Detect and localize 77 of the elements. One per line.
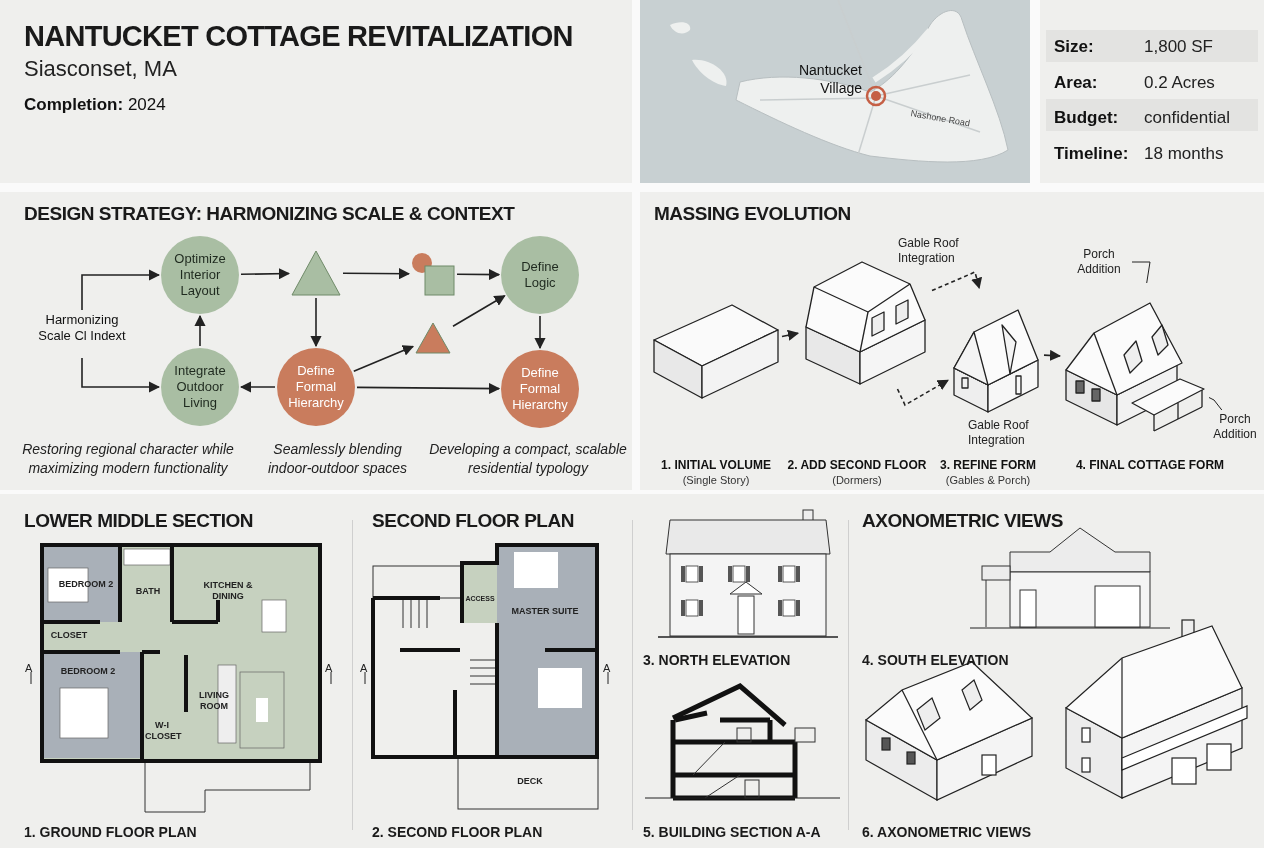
stat-label: Budget: (1054, 107, 1120, 129)
square-circle-shape (411, 252, 455, 296)
circle-label: Define Logic (520, 258, 560, 292)
step-caption: 1. INITIAL VOLUME (661, 457, 771, 474)
arrow (310, 297, 322, 348)
step-subcaption: (Dormers) (832, 474, 882, 488)
room-label: LIVING ROOM (198, 690, 230, 713)
arrow (534, 315, 546, 350)
annotation-text: Gable Roof Integration (968, 418, 1030, 448)
leader-line (1208, 397, 1223, 411)
section-mark: A (603, 661, 612, 676)
section-mark: A (325, 661, 334, 676)
stat-value: 18 months (1144, 143, 1225, 165)
arrow (781, 329, 800, 341)
room-label: DECK (516, 776, 544, 788)
section-heading: MASSING EVOLUTION (654, 202, 852, 226)
strategy-label: Harmonizing Scale Cl Indext (30, 312, 134, 356)
arrow (342, 268, 411, 280)
stat-label: Size: (1054, 36, 1095, 58)
title: NANTUCKET COTTAGE REVITALIZATION (24, 22, 573, 51)
section-heading: AXONOMETRIC VIEWS (862, 509, 1064, 533)
drawing-title: 1. GROUND FLOOR PLAN (24, 823, 198, 842)
room-label: MASTER SUITE (510, 606, 580, 618)
callout-label: Porch Addition (1210, 412, 1260, 442)
arrow (1043, 349, 1062, 362)
drawing-title: 3. NORTH ELEVATION (643, 651, 792, 670)
completion-text: Completion: 2024 (24, 94, 167, 116)
arrow (194, 314, 206, 347)
triangle-shape (291, 250, 341, 296)
step-subcaption: (Gables & Porch) (945, 474, 1031, 488)
circle-label: Integrate Outdoor Living (173, 362, 227, 412)
step-caption: 2. ADD SECOND FLOOR (787, 457, 927, 474)
triangle-shape (415, 322, 451, 354)
stat-label: Timeline: (1054, 143, 1130, 165)
arrow (239, 381, 276, 393)
drawing-title: 2. SECOND FLOOR PLAN (372, 823, 544, 842)
step-subcaption: (Single Story) (682, 474, 750, 488)
stat-value: 0.2 Acres (1144, 72, 1216, 94)
drawing-title: 6. AXONOMETRIC VIEWS (862, 823, 1033, 842)
step-caption: 3. REFINE FORM (940, 457, 1036, 474)
location-text: Siasconset, MA (24, 55, 178, 83)
section-heading: LOWER MIDDLE SECTION (24, 509, 255, 533)
caption-text: Developing a compact, scalable residential typology (428, 440, 628, 479)
section-heading: SECOND FLOOR PLAN (372, 509, 575, 533)
caption-text: Seamlessly blending indoor-outdoor spaces (266, 440, 409, 479)
annotation-text: Gable Roof Integration (898, 236, 960, 266)
arrow (356, 382, 501, 395)
arrow (81, 269, 161, 311)
section-heading: DESIGN STRATEGY: HARMONIZING SCALE & CONTEXT (24, 202, 516, 226)
drawing-title: 5. BUILDING SECTION A-A (643, 823, 822, 842)
caption-text: Restoring regional character while maximizing modern functionality (21, 440, 235, 479)
callout-label: Porch Addition (1068, 247, 1130, 277)
section-mark: A (360, 661, 369, 676)
arrow (452, 295, 506, 327)
arrow (896, 379, 949, 407)
drawing-title: 4. SOUTH ELEVATION (862, 651, 1010, 670)
stat-label: Area: (1054, 72, 1099, 94)
arrow (931, 270, 983, 292)
leader-line (1131, 261, 1151, 284)
room-label: BEDROOM 2 (58, 579, 114, 591)
room-label: KITCHEN & DINING (202, 580, 254, 603)
room-label: CLOSET (49, 630, 89, 642)
arrow (456, 268, 501, 281)
road-label: Nashone Road (909, 107, 972, 131)
stat-value: confidential (1144, 107, 1231, 129)
room-label: BEDROOM 2 (59, 666, 117, 678)
step-caption: 4. FINAL COTTAGE FORM (1075, 457, 1225, 474)
section-mark: A (25, 661, 34, 676)
stat-value: 1,800 SF (1144, 36, 1214, 58)
circle-label: Define Formal Hierarchy (511, 364, 569, 414)
arrow (353, 345, 415, 372)
circle-label: Define Formal Hierarchy (287, 362, 345, 412)
room-label: BATH (134, 586, 162, 598)
arrow (81, 357, 161, 393)
place-label: Nantucket Village (797, 62, 862, 97)
circle-label: Optimize Interior Layout (173, 250, 227, 300)
arrow (240, 268, 291, 280)
